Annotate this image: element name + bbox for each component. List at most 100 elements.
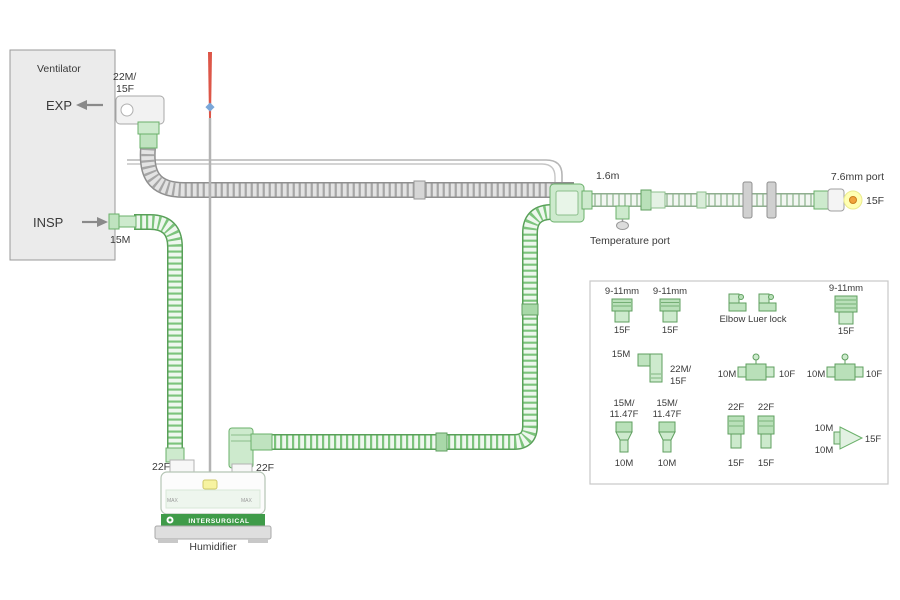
legend-label: 10M [615, 458, 634, 469]
inspiratory-tube-supply [134, 214, 183, 452]
patient-end-cap [827, 188, 845, 212]
legend-label: 9-11mm [653, 286, 687, 297]
ventilator-title: Ventilator [37, 63, 81, 75]
legend-label: 10M [807, 369, 826, 380]
expiratory-tube [139, 147, 574, 200]
elbow-icon [637, 353, 663, 383]
legend-label: Elbow Luer lock [719, 314, 786, 325]
connector-icon [611, 298, 633, 323]
exp-connector-label-line2: 15F [116, 83, 134, 95]
legend-label: 10F [866, 369, 883, 380]
exp-connector [115, 95, 165, 149]
legend-label: 15F [662, 325, 679, 336]
reducer-icon [727, 415, 745, 449]
elbow-luer-icon [728, 293, 747, 312]
legend-item-4: 9-11mm 15F [829, 283, 863, 337]
legend-label: 11.47F [653, 409, 682, 420]
legend-label: 15M [612, 349, 631, 360]
probe-marker [205, 102, 215, 112]
humidifier-inlet-label: 22F [152, 461, 170, 473]
probe-entry [202, 479, 218, 490]
insp-connector-label: 15M [110, 234, 130, 246]
cone-adapter-icon [833, 426, 864, 450]
connector-icon [659, 298, 681, 323]
legend-label: 22F [758, 402, 775, 413]
legend-label: 15F [670, 376, 687, 387]
insp-port-label: INSP [33, 215, 63, 230]
legend-label: 15F [865, 434, 882, 445]
patient-connector [813, 190, 829, 210]
connector-icon [834, 295, 858, 325]
temperature-probe [205, 52, 215, 480]
legend-item-6: 10M 10F [718, 353, 795, 381]
max-mark-right: MAX [241, 498, 253, 504]
adapter-icon [658, 421, 676, 453]
legend-item-1: 9-11mm 15F [605, 286, 639, 336]
legend-label: 15M/ [656, 398, 677, 409]
legend-label: 15F [758, 458, 775, 469]
limb-clamp [766, 181, 777, 219]
humidifier-base [154, 525, 272, 540]
humidifier-foot [158, 539, 178, 543]
max-mark-left: MAX [167, 498, 179, 504]
limb-clamp [742, 181, 753, 219]
limb-length-label: 1.6m [596, 170, 620, 182]
legend-item-3: Elbow Luer lock [719, 293, 787, 325]
insp-arrow-icon [82, 217, 108, 227]
elbow-luer-icon [758, 293, 777, 312]
straight-connector-icon [826, 353, 864, 381]
straight-connector-icon [737, 353, 775, 381]
legend-label: 10M [815, 445, 834, 456]
legend-label: 10M [815, 423, 834, 434]
probe-tip [208, 52, 212, 118]
legend-label: 15M/ [613, 398, 634, 409]
humidifier-elbow [228, 427, 273, 469]
legend-label: 11.47F [610, 409, 639, 420]
patient-connector-label: 15F [866, 195, 884, 207]
legend-label: 9-11mm [605, 286, 639, 297]
patient-limb [581, 181, 863, 219]
insp-connector [108, 213, 137, 230]
tube-joint-ring [521, 303, 539, 316]
legend-item-2: 9-11mm 15F [653, 286, 687, 336]
legend-label: 9-11mm [829, 283, 863, 294]
limb-connector [650, 191, 666, 209]
legend-item-5: 15M 22M/ 15F [612, 349, 692, 387]
legend-box: 9-11mm 15F 9-11mm 15F [589, 280, 889, 485]
legend-label: 22F [728, 402, 745, 413]
humidifier: MAX MAX INTERSURGICAL [154, 459, 272, 543]
temperature-port [615, 205, 630, 230]
legend-item-11: 10M 10M 15F [815, 423, 882, 456]
patient-port-label: 7.6mm port [831, 171, 884, 183]
inspiratory-tube-delivery [268, 204, 562, 452]
brand-logo-icon-dot [168, 518, 172, 522]
sensor-wire [127, 159, 563, 192]
limb-connector [640, 189, 652, 211]
limb-connector [581, 190, 593, 210]
legend-item-10: 22F 22F 15F 15F [727, 402, 775, 469]
limb-connector [696, 191, 707, 209]
legend-label: 10M [658, 458, 677, 469]
legend-label: 15F [838, 326, 855, 337]
y-piece [549, 183, 585, 223]
tube-joint-ring [413, 180, 426, 200]
exp-port-label: EXP [46, 98, 72, 113]
humidifier-foot [248, 539, 268, 543]
legend-label: 10M [718, 369, 737, 380]
ventilator-box: Ventilator EXP INSP [9, 49, 116, 261]
legend-item-8: 15M/ 11.47F 10M [610, 398, 639, 469]
legend-label: 15F [614, 325, 631, 336]
adapter-icon [615, 421, 633, 453]
legend-label: 22M/ [670, 364, 691, 375]
reducer-icon [757, 415, 775, 449]
humidifier-brand-band [161, 514, 265, 526]
tube-joint-ring [435, 432, 448, 452]
exp-connector-label-line1: 22M/ [113, 71, 136, 83]
humidifier-water [165, 489, 261, 509]
temperature-port-label: Temperature port [590, 235, 670, 247]
legend-item-7: 10M 10F [807, 353, 883, 381]
humidifier-brand: INTERSURGICAL [188, 518, 249, 525]
patient-port-dot [849, 196, 857, 204]
